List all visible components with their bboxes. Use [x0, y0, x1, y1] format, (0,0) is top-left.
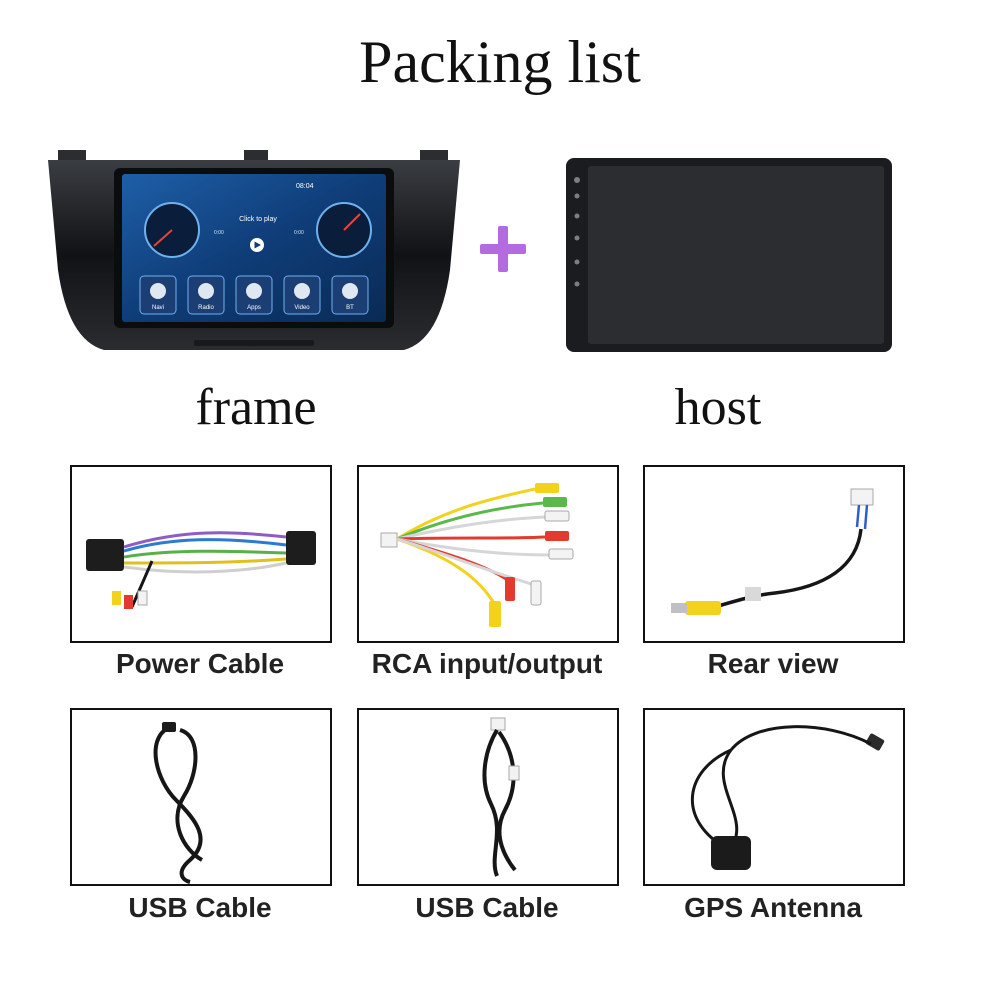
gps-antenna-caption: GPS Antenna: [684, 892, 862, 923]
usb-cable-box-1: [70, 708, 332, 886]
usb-cable-box-2: [357, 708, 619, 886]
svg-text:0:00: 0:00: [214, 230, 224, 236]
rca-cable-image: [380, 483, 574, 627]
app-tile-label: Radio: [198, 305, 214, 311]
gps-antenna-box: [643, 708, 905, 886]
app-radio-icon: [198, 283, 214, 299]
gps-antenna-image: [690, 725, 885, 870]
frame-label: frame: [195, 379, 317, 436]
svg-text:0:00: 0:00: [294, 230, 304, 236]
power-cable-caption: Power Cable: [115, 648, 285, 679]
usb-cable-image-2: [482, 717, 520, 877]
usb-cable-image-1: [153, 722, 204, 884]
power-cable-image: [86, 531, 316, 609]
click-to-play-text: Click to play: [239, 216, 277, 223]
host-screen-image: [566, 158, 892, 352]
frame-head-unit-image: 08:04 Click to play 0:00 0:00 Navi Radio A…: [48, 150, 460, 350]
app-navi-icon: [150, 283, 166, 299]
host-label: host: [674, 379, 762, 436]
app-tile-label: BT: [346, 305, 354, 311]
rear-view-cable-image: [671, 488, 874, 615]
screen-time: 08:04: [296, 183, 314, 190]
app-tile-label: Navi: [152, 305, 164, 311]
app-tile-label: Apps: [247, 305, 261, 311]
app-bt-icon: [342, 283, 358, 299]
page-title: Packing list: [359, 29, 641, 95]
app-video-icon: [294, 283, 310, 299]
app-apps-icon: [246, 283, 262, 299]
plus-icon: [480, 226, 526, 272]
rear-view-caption: Rear view: [707, 648, 839, 679]
rca-cable-caption: RCA input/output: [371, 648, 603, 679]
app-tile-label: Video: [294, 305, 310, 311]
rca-cable-box: [357, 465, 619, 643]
usb-cable-caption-1: USB Cable: [128, 892, 272, 923]
usb-cable-caption-2: USB Cable: [415, 892, 559, 923]
power-cable-box: [70, 465, 332, 643]
rear-view-box: [643, 465, 905, 643]
